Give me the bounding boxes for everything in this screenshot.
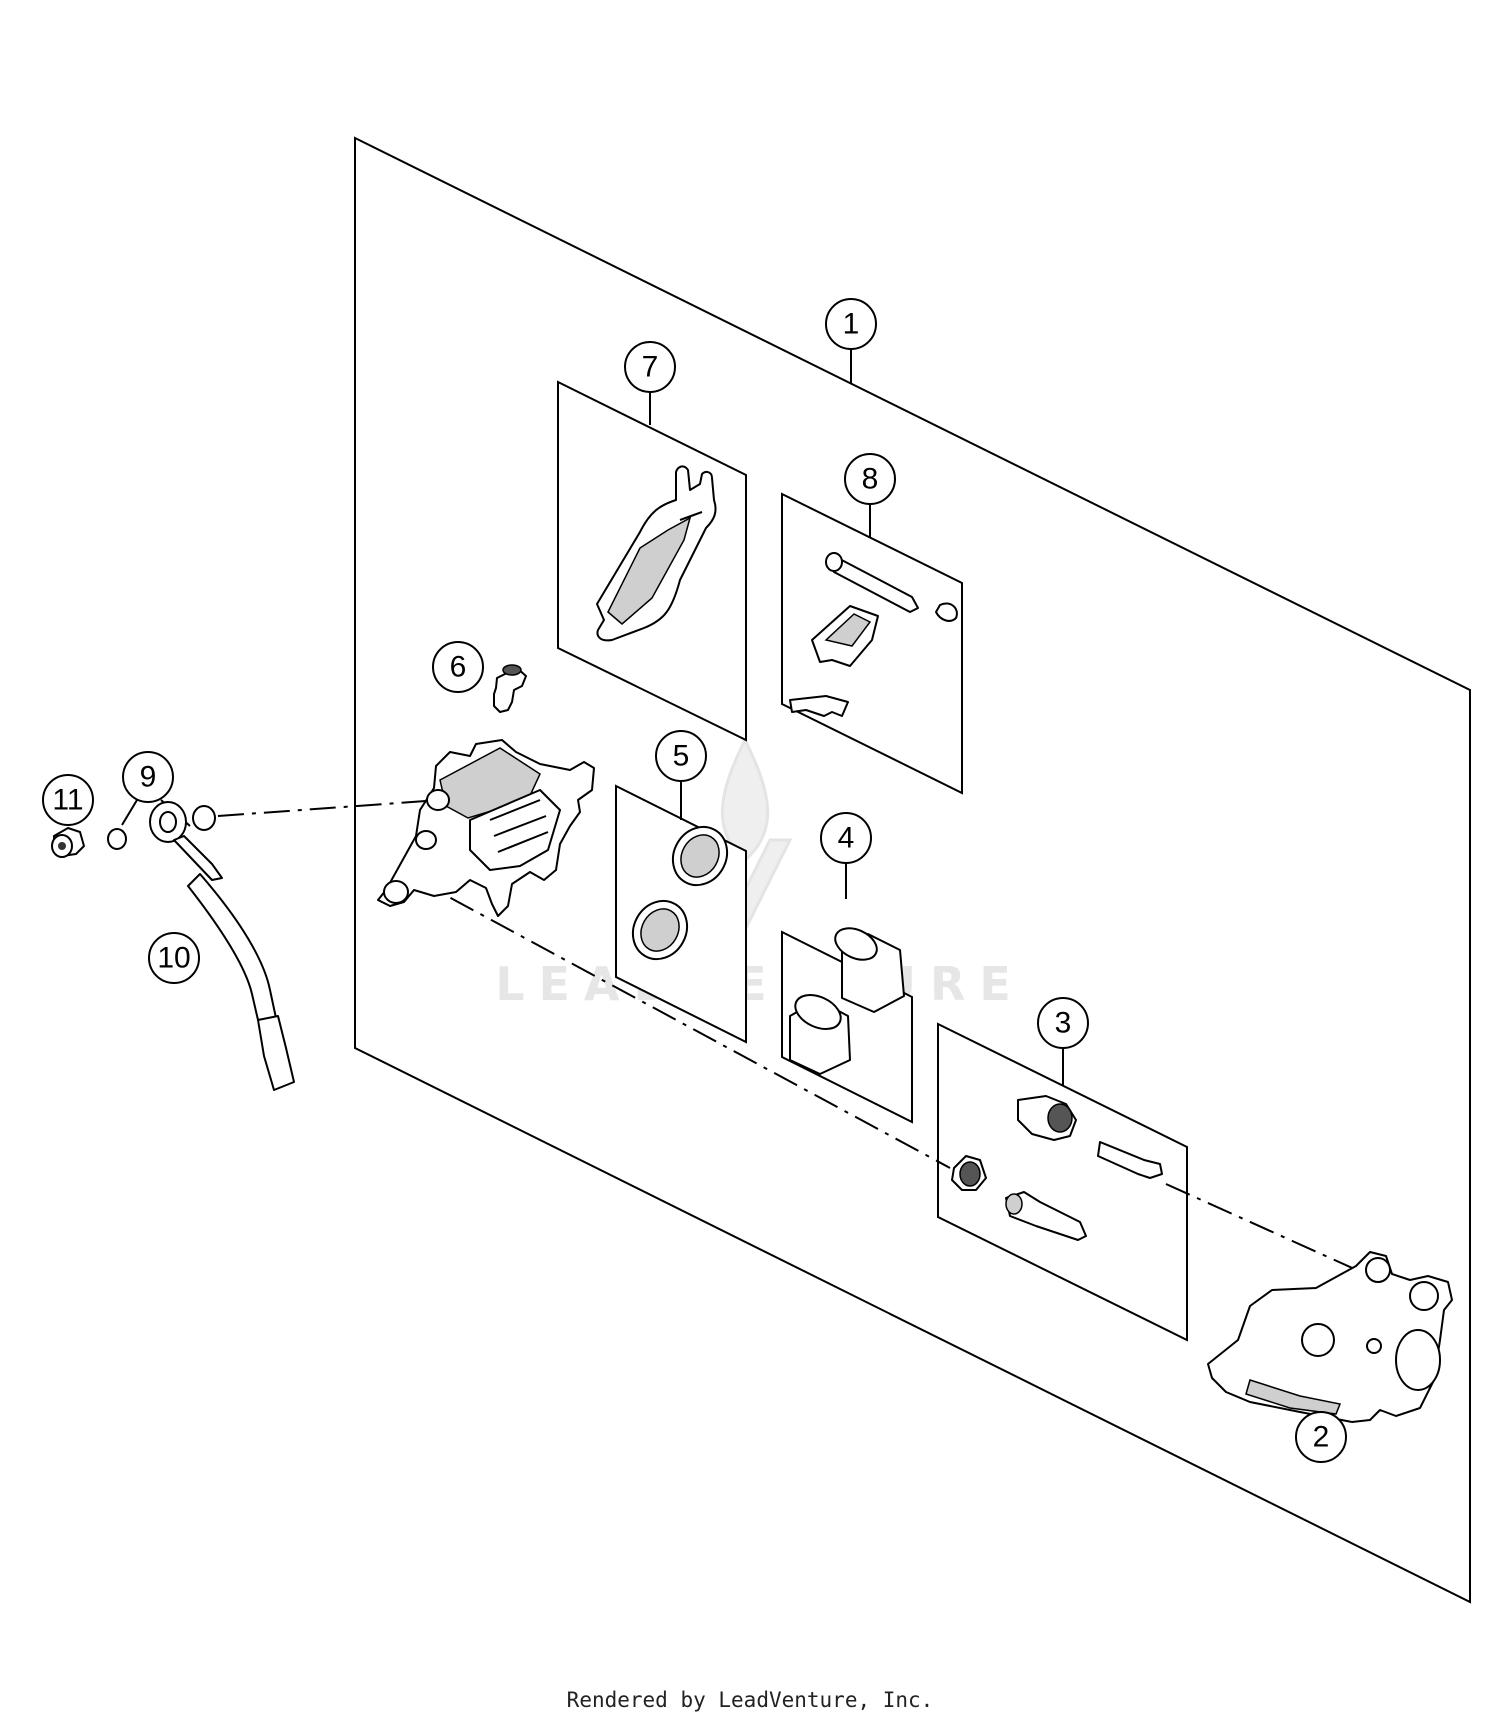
callout-8[interactable]: 8	[844, 453, 896, 505]
leader-lines	[121, 349, 1064, 1085]
bleeder-valve	[493, 664, 527, 713]
callout-2[interactable]: 2	[1295, 1411, 1347, 1463]
guide-pin-kit	[951, 1095, 1163, 1241]
assembly-panel	[354, 136, 1471, 1604]
watermark-text: LEADVENTURE	[495, 957, 1025, 1011]
callout-10[interactable]: 10	[148, 932, 200, 984]
pad-pin-kit-panel	[781, 492, 963, 795]
piston-seals	[631, 825, 729, 961]
seal-rings	[107, 805, 216, 850]
callout-3-label: 3	[1055, 1007, 1072, 1040]
pad-pin-kit	[789, 552, 958, 717]
pistons	[789, 927, 905, 1075]
callout-5-label: 5	[673, 740, 690, 773]
guide-pin-kit-panel	[937, 1022, 1188, 1342]
callout-10-label: 10	[157, 942, 190, 975]
caliper-body	[377, 739, 595, 917]
brake-pads	[596, 465, 717, 642]
banjo-bolt	[51, 827, 85, 858]
callout-4-label: 4	[838, 822, 855, 855]
callout-6[interactable]: 6	[432, 641, 484, 693]
callout-3[interactable]: 3	[1037, 997, 1089, 1049]
watermark: LEADVENTURE	[495, 736, 1025, 1011]
callout-9-label: 9	[140, 761, 157, 794]
assembly-axis-lines	[217, 799, 1371, 1277]
callout-11[interactable]: 11	[42, 774, 94, 826]
callout-7[interactable]: 7	[624, 341, 676, 393]
callout-5[interactable]: 5	[655, 730, 707, 782]
callout-7-label: 7	[642, 351, 659, 384]
brake-line	[149, 801, 295, 1091]
callout-8-label: 8	[862, 463, 879, 496]
callout-2-label: 2	[1313, 1421, 1330, 1454]
callout-11-label: 11	[52, 784, 83, 817]
callout-6-label: 6	[450, 651, 467, 684]
callout-1[interactable]: 1	[825, 298, 877, 350]
callout-4[interactable]: 4	[820, 812, 872, 864]
callout-9[interactable]: 9	[122, 751, 174, 803]
caliper-support-bracket	[1207, 1251, 1453, 1423]
callout-1-label: 1	[843, 308, 860, 341]
footer-credit: Rendered by LeadVenture, Inc.	[566, 1688, 934, 1712]
